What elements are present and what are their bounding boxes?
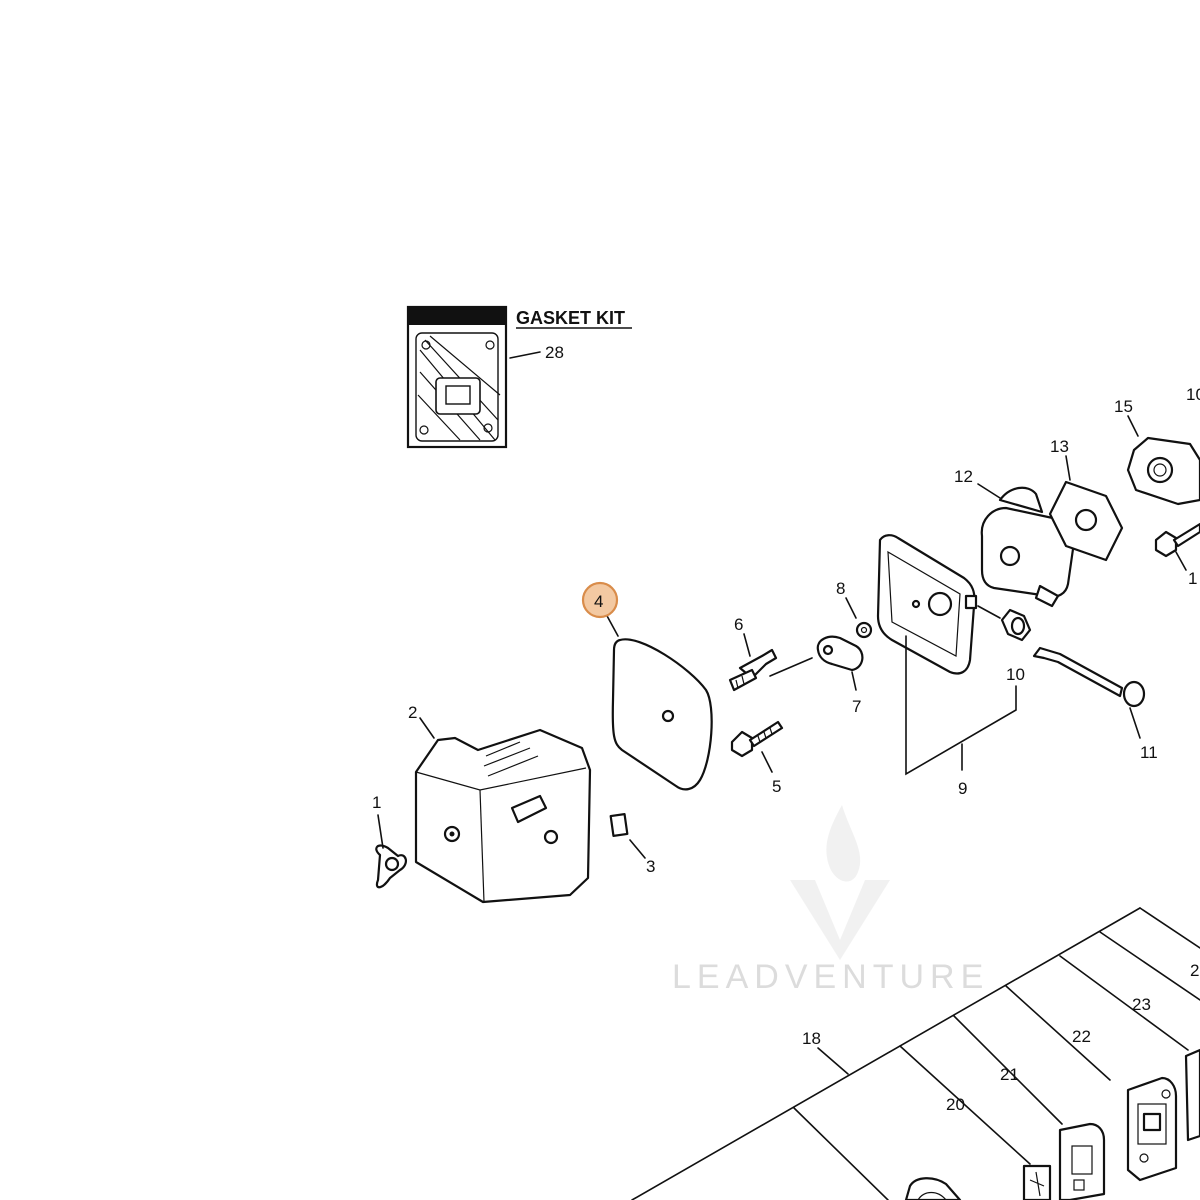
part-2-filter-cover[interactable] bbox=[414, 728, 592, 904]
callout-8[interactable]: 8 bbox=[836, 579, 845, 598]
part-13-gasket[interactable] bbox=[1048, 480, 1124, 562]
part-1-wing-nut[interactable] bbox=[375, 844, 407, 889]
callout-1-partial[interactable]: 1 bbox=[1188, 569, 1197, 588]
selected-callout-highlight[interactable] bbox=[581, 581, 619, 619]
callout-20[interactable]: 20 bbox=[946, 1095, 965, 1114]
watermark-text: LEADVENTURE bbox=[672, 958, 989, 996]
callout-13[interactable]: 13 bbox=[1050, 437, 1069, 456]
part-21-gasket[interactable] bbox=[1022, 1164, 1052, 1200]
callout-28[interactable]: 28 bbox=[545, 343, 564, 362]
callout-5[interactable]: 5 bbox=[772, 777, 781, 796]
callout-2[interactable]: 2 bbox=[408, 703, 417, 722]
gasket-kit-title: GASKET KIT bbox=[516, 308, 625, 328]
part-22-gasket[interactable] bbox=[1058, 1122, 1106, 1200]
callout-18[interactable]: 18 bbox=[802, 1029, 821, 1048]
callout-1[interactable]: 1 bbox=[372, 793, 381, 812]
callout-2-partial[interactable]: 2 bbox=[1190, 961, 1199, 980]
callout-7[interactable]: 7 bbox=[852, 697, 861, 716]
callout-4[interactable]: 4 bbox=[594, 592, 603, 611]
watermark-logo-icon bbox=[790, 805, 890, 960]
callout-11[interactable]: 11 bbox=[1140, 743, 1158, 762]
gasket-set-lines bbox=[631, 907, 1200, 1200]
callout-6[interactable]: 6 bbox=[734, 615, 743, 634]
part-9-filter-base[interactable] bbox=[876, 534, 978, 675]
part-8-washer[interactable] bbox=[855, 621, 873, 639]
watermark: LEADVENTURE bbox=[672, 805, 989, 996]
callout-15[interactable]: 15 bbox=[1114, 397, 1133, 416]
part-15-manifold[interactable] bbox=[1126, 436, 1200, 506]
part-20-gasket[interactable] bbox=[904, 1177, 962, 1200]
part-5-screw[interactable] bbox=[730, 720, 784, 758]
callout-10[interactable]: 10 bbox=[1006, 665, 1025, 684]
part-3-seal[interactable] bbox=[609, 813, 629, 837]
callout-9[interactable]: 9 bbox=[958, 779, 967, 798]
part-7-plate[interactable] bbox=[816, 635, 864, 672]
gasket-kit-box[interactable] bbox=[406, 305, 508, 449]
part-gasket-partial-right[interactable] bbox=[1184, 1048, 1200, 1142]
part-4-filter-element[interactable] bbox=[611, 638, 713, 791]
callout-23[interactable]: 23 bbox=[1132, 995, 1151, 1014]
callout-12[interactable]: 12 bbox=[954, 467, 973, 486]
part-10-grommet[interactable] bbox=[1000, 608, 1032, 642]
callout-10-partial[interactable]: 10 bbox=[1186, 385, 1200, 404]
part-11-choke-rod[interactable] bbox=[1032, 646, 1146, 708]
part-6-stud[interactable] bbox=[728, 648, 778, 692]
callout-3[interactable]: 3 bbox=[646, 857, 655, 876]
part-screw-right[interactable] bbox=[1154, 522, 1200, 558]
callout-22[interactable]: 22 bbox=[1072, 1027, 1091, 1046]
part-23-gasket[interactable] bbox=[1126, 1076, 1178, 1182]
callout-21[interactable]: 21 bbox=[1000, 1065, 1019, 1084]
